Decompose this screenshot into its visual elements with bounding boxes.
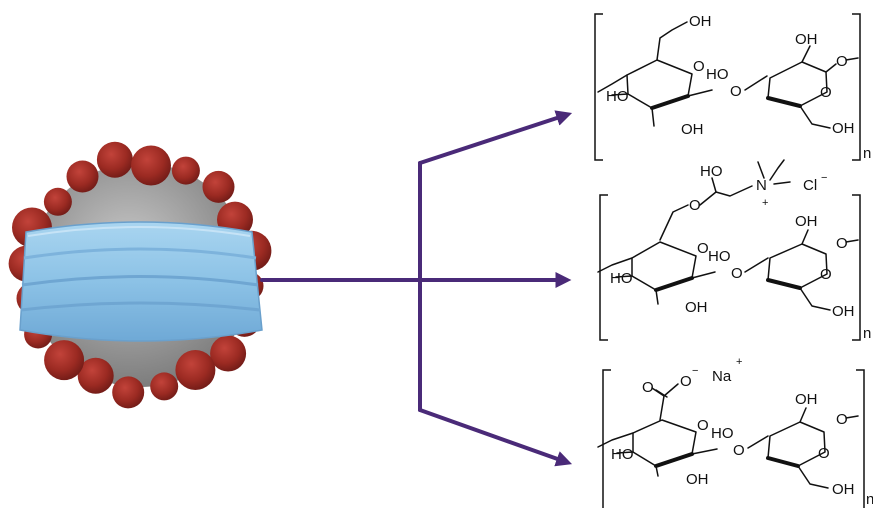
label-ho-cation: HO: [700, 163, 723, 180]
label-chloride: Cl: [803, 177, 817, 194]
label-carbonyl-o: O: [642, 379, 654, 396]
label-oh-bottom: OH: [686, 471, 709, 488]
label-end-o: O: [836, 53, 848, 70]
label-ring-o1: O: [693, 58, 705, 75]
label-carboxylate-o: O: [680, 373, 692, 390]
label-oh-top: OH: [689, 13, 712, 30]
label-ho-mid: HO: [706, 66, 729, 83]
label-ring-o1: O: [697, 417, 709, 434]
label-oh-bottom2: OH: [832, 120, 855, 137]
virus-spike: [202, 170, 235, 203]
structure-carboxylate-cellulose: O − Na + O OH HO HO OH OH O O O O n: [597, 356, 873, 508]
virus-spike: [43, 187, 72, 216]
label-end-o: O: [836, 235, 848, 252]
virus-spike: [44, 340, 85, 381]
label-oh-bottom: OH: [681, 121, 704, 138]
label-oh-top2: OH: [795, 391, 818, 408]
virus-spike: [66, 160, 99, 193]
virus-spike: [175, 350, 216, 390]
label-ring-o1: O: [697, 240, 709, 257]
label-sodium: Na: [712, 368, 732, 385]
label-repeat-n: n: [866, 491, 873, 508]
label-end-o: O: [836, 411, 848, 428]
structure-cationic-cellulose: HO N + Cl − O OH HO HO OH OH O O O O n: [597, 159, 871, 342]
label-link-o: O: [733, 442, 745, 459]
label-repeat-n: n: [863, 145, 871, 162]
label-ho-left: HO: [606, 88, 629, 105]
label-ether-o: O: [689, 197, 701, 214]
label-ho-left: HO: [611, 446, 634, 463]
virus-spike: [112, 376, 145, 409]
virus-spike: [131, 145, 171, 186]
virus-spike: [77, 357, 114, 394]
label-oh-top2: OH: [795, 213, 818, 230]
label-oh-bottom: OH: [685, 299, 708, 316]
label-carboxylate-charge: −: [692, 365, 698, 377]
label-link-o: O: [730, 83, 742, 100]
virus-with-mask-illustration: [8, 141, 272, 409]
structure-cellulose: OH OH HO HO OH OH O O O O n: [594, 13, 871, 162]
face-mask-icon: [19, 221, 263, 342]
label-link-o: O: [731, 265, 743, 282]
label-ho-mid: HO: [711, 425, 734, 442]
label-oh-bottom2: OH: [832, 481, 855, 498]
label-n-atom: N: [756, 177, 767, 194]
label-chloride-charge: −: [821, 172, 827, 184]
branching-arrow: [260, 110, 573, 467]
label-oh-top2: OH: [795, 31, 818, 48]
label-ho-left: HO: [610, 270, 633, 287]
virus-spike: [171, 156, 200, 185]
virus-spike: [96, 141, 133, 178]
label-ho-mid: HO: [708, 248, 731, 265]
label-repeat-n: n: [863, 325, 871, 342]
label-ring-o2: O: [820, 266, 832, 283]
label-sodium-charge: +: [736, 356, 742, 368]
virus-spike: [210, 335, 247, 372]
label-ring-o2: O: [818, 445, 830, 462]
label-charge-plus: +: [762, 197, 768, 209]
label-ring-o2: O: [820, 84, 832, 101]
label-oh-bottom2: OH: [832, 303, 855, 320]
virus-spike: [150, 372, 179, 401]
